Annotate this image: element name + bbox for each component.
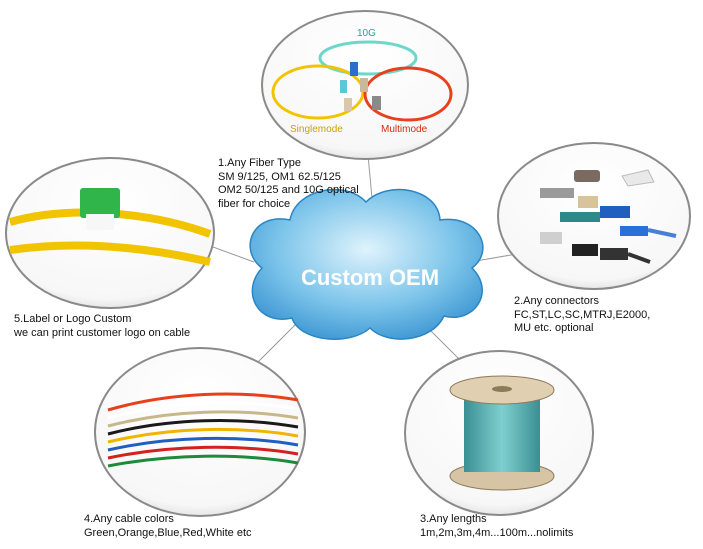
connector-black <box>600 248 628 260</box>
fiber-type-line-3: fiber for choice <box>218 197 291 210</box>
mu-connector-blue <box>620 226 648 236</box>
sc-apc-connector <box>80 188 120 218</box>
spool-bubble <box>404 350 594 516</box>
boot-white <box>621 169 655 187</box>
lc-connector-aqua <box>340 80 347 93</box>
fiber-type-bubble: 10G Singlemode Multimode <box>261 10 469 160</box>
lengths-line-1: 1m,2m,3m,4m...100m...nolimits <box>420 526 574 539</box>
fiber-type-line-2: OM2 50/125 and 10G optical <box>218 184 359 196</box>
connectors-heading: 2.Any connectors <box>514 295 599 307</box>
ten-g-label: 10G <box>357 28 376 39</box>
e2000-connector <box>540 232 562 244</box>
label-logo-bubble <box>5 157 215 309</box>
singlemode-label: Singlemode <box>290 124 343 135</box>
sc-connector-beige <box>578 196 598 208</box>
multimode-label: Multimode <box>381 124 428 135</box>
sc-apc-boot <box>86 214 114 230</box>
label-logo-caption: 5.Label or Logo Custom we can print cust… <box>14 313 190 340</box>
cable-colors-caption: 4.Any cable colors Green,Orange,Blue,Red… <box>84 513 252 540</box>
lc-connector-grey <box>372 96 381 110</box>
cable-colors-bubble <box>94 347 306 517</box>
label-logo-line-1: we can print customer logo on cable <box>14 326 191 339</box>
lc-connector-beige <box>360 78 368 92</box>
multimode-loop <box>363 66 453 122</box>
lengths-caption: 3.Any lengths 1m,2m,3m,4m...100m...nolim… <box>420 513 573 540</box>
colored-cables <box>107 392 299 468</box>
connector-teal <box>560 212 600 222</box>
center-title: Custom OEM <box>300 265 440 290</box>
cable-colors-line-1: Green,Orange,Blue,Red,White etc <box>84 526 252 539</box>
spool-core-shade <box>464 400 540 472</box>
connector-blue <box>600 206 630 218</box>
mtrj-connector-black <box>572 244 598 256</box>
spool-hub <box>492 386 512 392</box>
custom-oem-cloud <box>249 188 484 340</box>
connectors-line-1: FC,ST,LC,SC,MTRJ,E2000, <box>514 308 651 321</box>
st-connector <box>574 170 600 182</box>
cable-blue <box>647 228 677 238</box>
yellow-cable-bottom <box>9 241 211 266</box>
fc-connector <box>540 188 574 198</box>
fiber-type-heading: 1.Any Fiber Type <box>218 157 301 169</box>
cable-colors-heading: 4.Any cable colors <box>84 513 174 525</box>
label-logo-heading: 5.Label or Logo Custom <box>14 313 132 325</box>
connectors-caption: 2.Any connectors FC,ST,LC,SC,MTRJ,E2000,… <box>514 295 650 336</box>
connectors-line-2: MU etc. optional <box>514 322 594 334</box>
lc-connector-beige-2 <box>344 98 352 111</box>
cable-black <box>627 252 651 264</box>
connectors-bubble <box>497 142 691 290</box>
fiber-type-line-1: SM 9/125, OM1 62.5/125 <box>218 170 341 183</box>
fiber-type-caption: 1.Any Fiber Type SM 9/125, OM1 62.5/125 … <box>218 157 359 211</box>
lc-connector-blue <box>350 62 358 76</box>
ten-g-loop <box>318 40 418 76</box>
lengths-heading: 3.Any lengths <box>420 513 487 525</box>
